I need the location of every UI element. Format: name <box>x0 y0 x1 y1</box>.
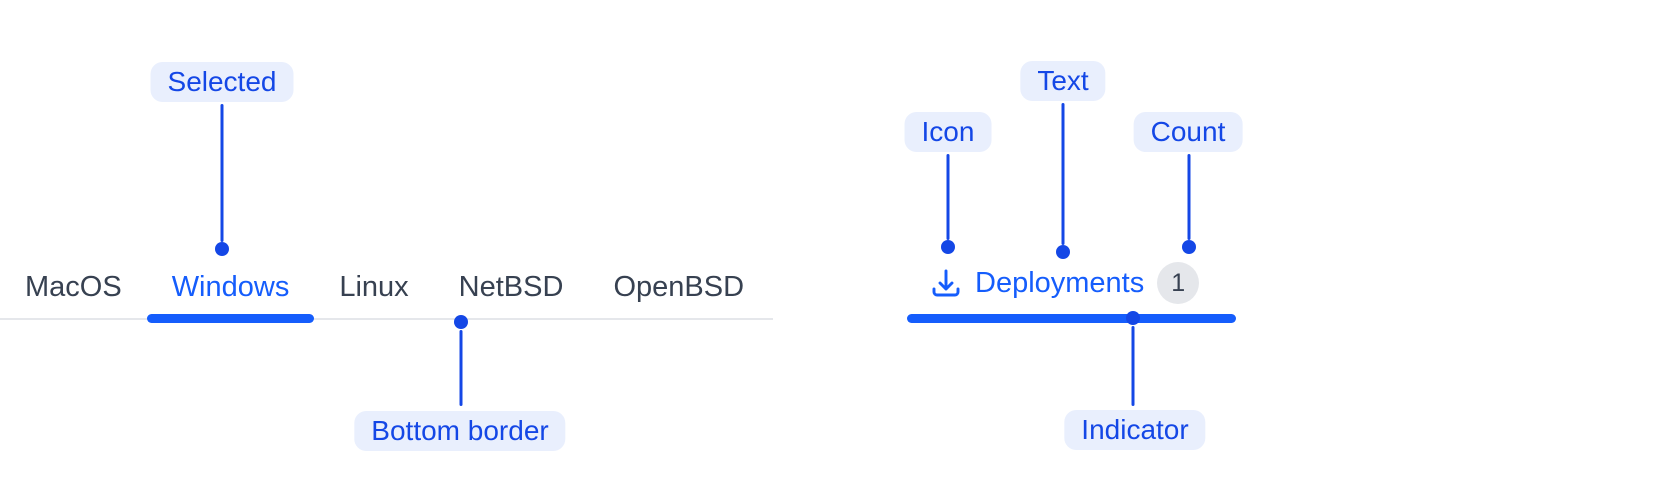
tab-macos[interactable]: MacOS <box>0 257 147 318</box>
connector-dot-text <box>1056 245 1070 259</box>
tab-label: MacOS <box>25 271 122 303</box>
connector-line-bottom-border <box>459 330 463 406</box>
annotation-text: Text <box>1020 61 1106 101</box>
tab-label: OpenBSD <box>613 271 745 303</box>
connector-dot-selected <box>215 242 229 256</box>
connector-dot-icon <box>941 240 955 254</box>
tab-label: Linux <box>339 271 409 303</box>
annotation-selected: Selected <box>150 62 294 102</box>
connector-line-count <box>1187 154 1191 240</box>
count-badge: 1 <box>1157 262 1200 304</box>
annotation-indicator: Indicator <box>1064 410 1206 450</box>
annotation-text-label: Text <box>1037 65 1089 96</box>
tab-label: Deployments <box>975 266 1145 299</box>
annotation-icon: Icon <box>904 112 992 152</box>
tab-deployments[interactable]: Deployments 1 <box>930 261 1200 305</box>
tab-netbsd[interactable]: NetBSD <box>434 257 589 318</box>
annotation-bottom-border: Bottom border <box>354 411 566 451</box>
annotation-indicator-label: Indicator <box>1081 414 1189 445</box>
tab-label: NetBSD <box>458 271 564 303</box>
connector-dot-indicator <box>1126 311 1140 325</box>
connector-line-indicator <box>1131 326 1135 406</box>
tab-label: Windows <box>171 271 290 303</box>
tab-openbsd[interactable]: OpenBSD <box>588 257 769 318</box>
selected-tab-underline <box>146 314 315 323</box>
download-icon <box>932 269 960 297</box>
annotation-selected-label: Selected <box>167 66 277 97</box>
connector-line-selected <box>220 104 224 242</box>
annotation-bottom-border-label: Bottom border <box>371 415 549 446</box>
connector-line-text <box>1061 103 1065 245</box>
annotation-icon-label: Icon <box>921 116 975 147</box>
active-tab-indicator <box>907 314 1236 323</box>
annotation-count-label: Count <box>1150 116 1226 147</box>
tab-linux[interactable]: Linux <box>314 257 433 318</box>
connector-line-icon <box>946 154 950 240</box>
tab-windows-selected[interactable]: Windows <box>146 257 315 323</box>
annotation-count: Count <box>1133 112 1243 152</box>
connector-dot-bottom-border <box>454 315 468 329</box>
tab-list: MacOS Windows Linux NetBSD OpenBSD <box>0 257 773 323</box>
connector-dot-count <box>1182 240 1196 254</box>
